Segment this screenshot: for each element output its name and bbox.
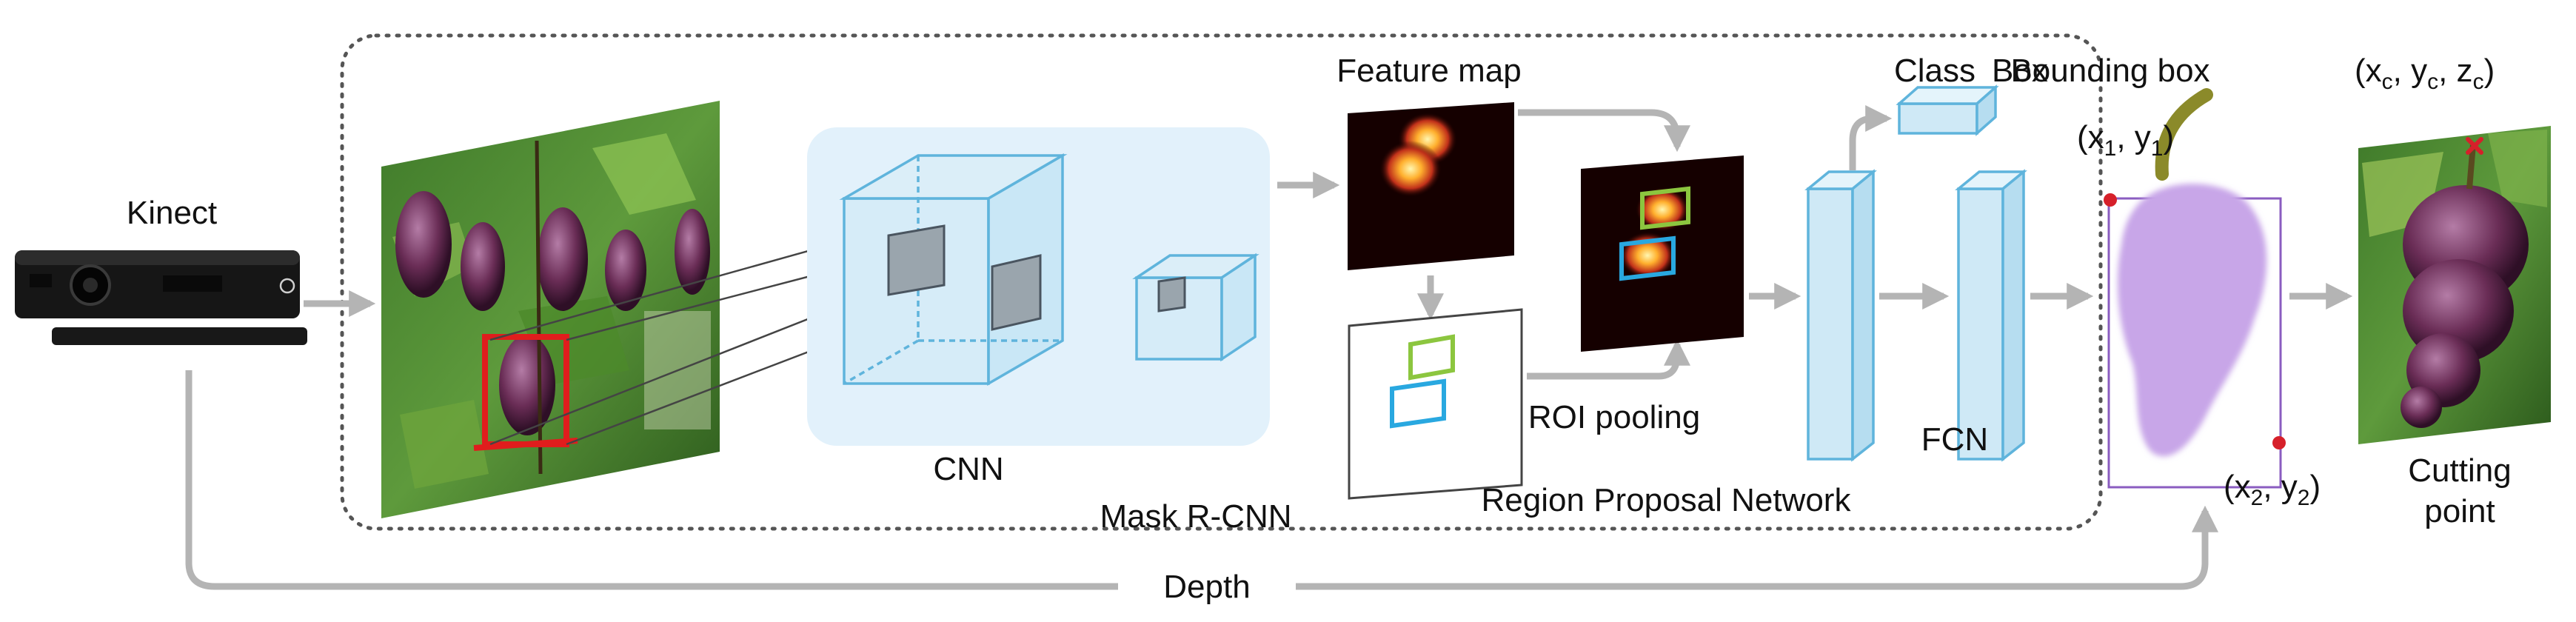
rpn-label: Region Proposal Network [1482,482,1852,518]
class-box-block [1896,84,1999,136]
arrow-fcn-to-class-box [1849,105,1893,170]
bounding-box-pointer [2155,88,2213,181]
bounding-box-label: Bounding box [2010,53,2209,89]
cnn-cube-small [1132,253,1259,362]
fcn-block-2 [1955,169,2027,462]
corner-dot-top-left [2104,193,2117,207]
corner-dot-bottom-right [2272,436,2286,449]
coord-bottom-right: (x2, y2) [2224,469,2321,510]
cnn-label: CNN [933,451,1003,487]
box-label: Box [1992,53,2048,89]
depth-arrow [185,370,2205,590]
feature-map-label: Feature map [1336,53,1521,89]
coord-cutting-point: (xc, yc, zc) [2355,53,2495,94]
roi-feature-map [1581,156,1744,352]
cross-mark-icon [2466,137,2483,155]
input-grape-image [381,101,720,518]
mask-rcnn-label: Mask R-CNN [1100,498,1291,535]
arrow-rpn-to-roi-map [1527,338,1690,380]
class-label: Class [1894,53,1976,89]
arrow-feature-map-to-roi-map [1518,109,1690,153]
roi-pooling-label: ROI pooling [1528,399,1700,435]
depth-label: Depth [1163,569,1250,605]
kinect-label: Kinect [127,195,217,231]
coord-top-left: (x1, y1) [2077,119,2174,161]
fcn-block-1 [1804,169,1877,462]
feature-map-image [1348,102,1514,270]
cnn-kernel-1 [887,224,946,296]
rpn-proposal-panel [1348,308,1523,500]
kinect-sensor-icon [15,250,307,345]
cutting-point-image [2358,126,2551,444]
cutting-label-line2: point [2424,493,2495,529]
mask-rcnn-container [340,33,2103,531]
cnn-kernel-2 [991,254,1042,331]
cutting-label-line1: Cutting [2408,452,2511,489]
grape-segmentation-mask [2118,184,2267,457]
fcn-label: FCN [1921,421,1988,458]
